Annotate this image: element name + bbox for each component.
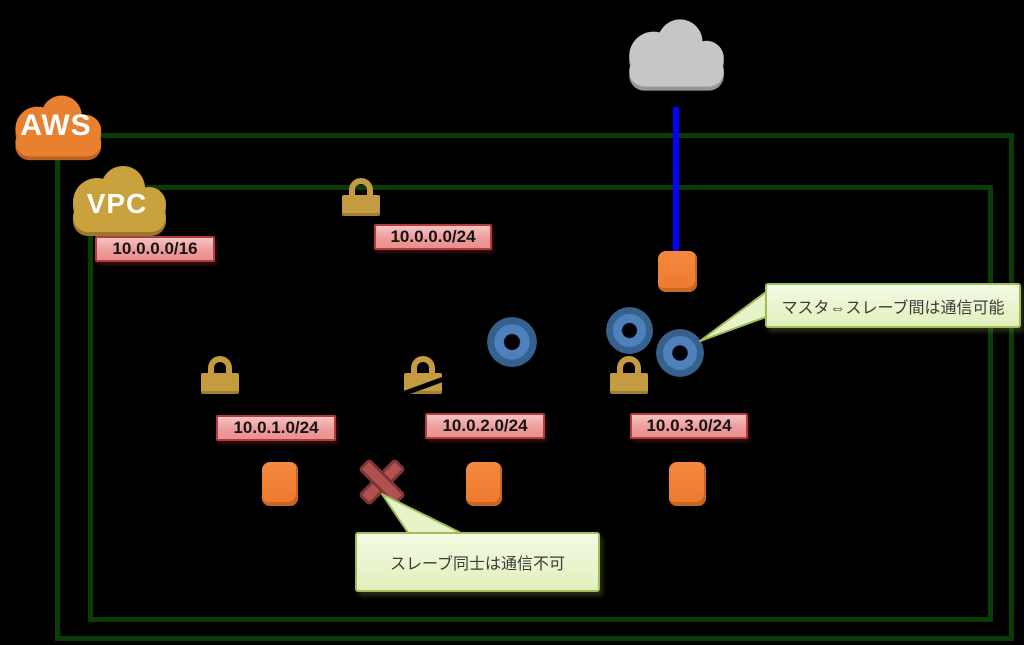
slave-instance-icon xyxy=(466,462,502,506)
security-ring-icon xyxy=(487,317,537,367)
vpc-boundary-rect xyxy=(88,185,993,622)
master-instance-icon xyxy=(658,251,697,292)
callout-slave-slave: スレーブ同士は通信不可 xyxy=(355,532,600,592)
security-ring-icon xyxy=(606,307,653,354)
blocked-x-icon xyxy=(357,457,407,507)
slave-instance-icon xyxy=(262,462,298,506)
callout-slave-slave-text: スレーブ同士は通信不可 xyxy=(389,556,566,573)
cidr-label-subnet-1: 10.0.1.0/24 xyxy=(216,415,336,441)
lock-icon xyxy=(610,356,648,394)
lock-shackle xyxy=(349,178,373,202)
security-ring-icon xyxy=(656,329,704,377)
aws-cloud-label: AWS xyxy=(20,109,92,142)
callout-master-slave-text: マスタ⇔スレーブ間は通信可能 xyxy=(781,299,1005,317)
aws-cloud-icon: AWS xyxy=(0,90,112,162)
lock-body xyxy=(201,373,239,394)
lock-shackle xyxy=(617,356,641,380)
slave-instance-icon xyxy=(669,462,706,506)
lock-icon xyxy=(342,178,380,216)
cidr-label-subnet-top: 10.0.0.0/24 xyxy=(374,224,492,250)
lock-shackle xyxy=(411,356,435,380)
aws-boundary-rect xyxy=(55,133,1014,641)
callout-master-slave: マスタ⇔スレーブ間は通信可能 xyxy=(765,283,1021,328)
vpc-cloud-label: VPC xyxy=(86,187,148,219)
cidr-label-subnet-2: 10.0.2.0/24 xyxy=(425,413,545,439)
cidr-label-subnet-3: 10.0.3.0/24 xyxy=(630,413,748,439)
lock-shackle xyxy=(208,356,232,380)
internet-link-line xyxy=(673,107,679,254)
vpc-cloud-icon: VPC xyxy=(61,160,173,238)
cidr-label-vpc: 10.0.0.0/16 xyxy=(95,236,215,262)
lock-body xyxy=(610,373,648,394)
internet-cloud-icon xyxy=(617,13,731,93)
lock-slashed-icon xyxy=(399,356,453,398)
lock-body xyxy=(342,195,380,216)
lock-icon xyxy=(201,356,239,394)
